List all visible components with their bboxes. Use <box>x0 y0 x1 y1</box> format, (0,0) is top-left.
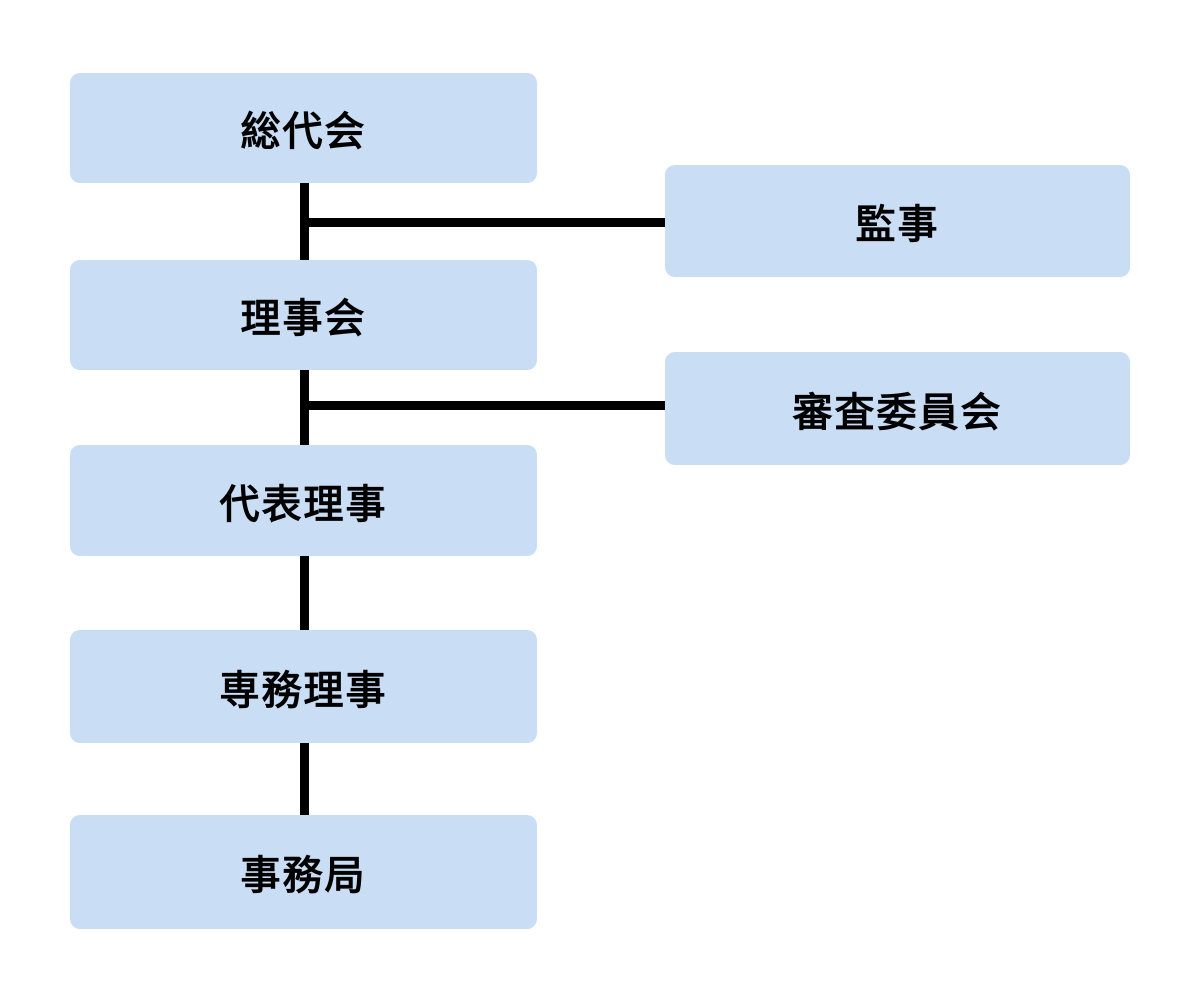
node-screening-committee: 審査委員会 <box>665 352 1130 465</box>
node-secretariat: 事務局 <box>70 815 537 929</box>
node-general-assembly: 総代会 <box>70 73 537 183</box>
connector-executive-director-to-secretariat <box>300 743 309 815</box>
node-board-of-directors: 理事会 <box>70 260 537 370</box>
connector-branch-to-auditors <box>304 218 665 227</box>
connector-representative-to-executive-director <box>300 556 309 630</box>
connector-branch-to-screening-committee <box>304 401 665 410</box>
node-representative-director: 代表理事 <box>70 445 537 556</box>
node-executive-director: 専務理事 <box>70 630 537 743</box>
node-auditors: 監事 <box>665 165 1130 277</box>
